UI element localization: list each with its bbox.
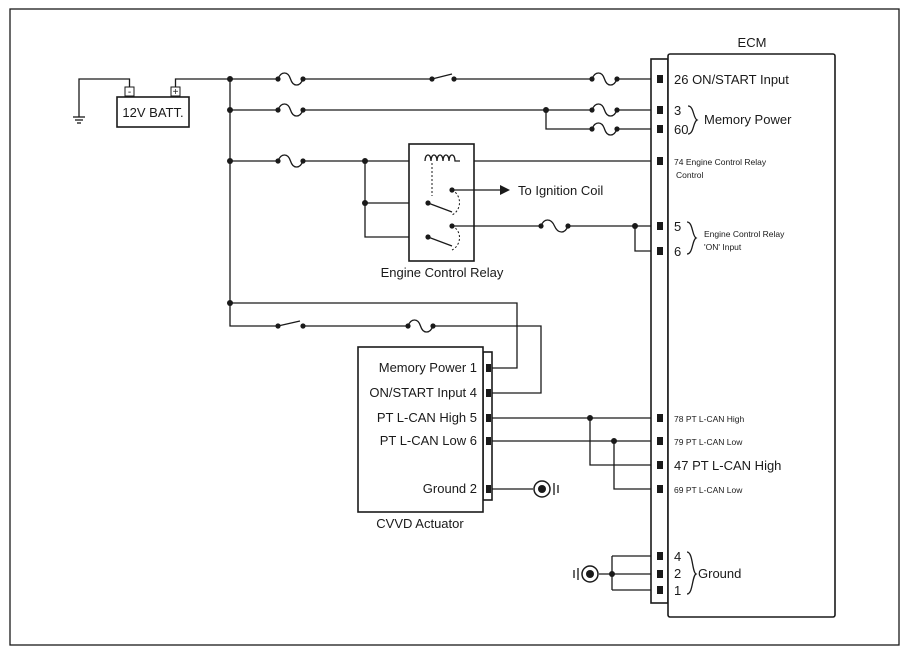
ecm-pin-26: 26 ON/START Input [674,72,789,87]
fuse-icon [407,319,434,333]
ecm-box [667,53,836,618]
ecm-pin-4: 4 [674,549,681,564]
battery-ground-wire [78,78,131,117]
cvvd-pin-memory-power: Memory Power 1 [379,360,477,375]
battery-label: 12V BATT. [122,105,183,120]
cvvd-actuator: Memory Power 1 ON/START Input 4 PT L-CAN… [357,346,493,513]
relay-on-group-label: Engine Control Relay [704,229,785,239]
power-bus [229,79,278,327]
cvvd-box [357,346,484,513]
relay-feed-line [230,154,660,238]
relay-box [408,143,475,262]
ecm-ground [573,555,660,591]
fuse-icon [540,219,569,233]
ecm-pin-60: 60 [674,122,688,137]
diagram-frame [9,8,900,646]
cvvd-pin-can-high: PT L-CAN High 5 [377,410,477,425]
battery-box [116,96,190,128]
positive-sign: + [173,87,179,98]
fuse-icon [591,122,618,136]
ignition-switch-icon [431,73,453,80]
cvvd-on-start-line [275,319,542,394]
relay-coil-icon [424,154,460,162]
ecm-pin-3: 3 [674,103,681,118]
relay-on-group-label-sub: 'ON' Input [704,242,742,252]
cvvd-pin-ground: Ground 2 [423,481,477,496]
fuse-icon [591,72,618,86]
cvvd-connector [482,351,493,501]
ground-group-label: Ground [698,566,741,581]
ecm-pin-74-sub: Control [676,170,704,180]
chassis-ground-icon [73,116,85,124]
ecm-pin-2: 2 [674,566,681,581]
cvvd-memory-power-wire [230,302,518,369]
cvvd-pin-on-start: ON/START Input 4 [369,385,477,400]
ecm-pin-6: 6 [674,244,681,259]
memory-power-line [230,103,660,136]
ecm-pin-1: 1 [674,583,681,598]
brace-icon [686,551,698,595]
ecm-pin-79: 79 PT L-CAN Low [674,437,743,447]
ignition-coil-label: To Ignition Coil [518,183,603,198]
brace-icon [686,221,698,255]
ecm-pin-74: 74 Engine Control Relay [674,157,767,167]
battery-positive-wire [174,78,230,87]
relay-label: Engine Control Relay [381,265,504,280]
negative-sign: - [128,87,131,98]
fuse-icon [591,103,618,117]
battery: 12V BATT. - + [116,86,190,128]
ecm-connector [650,58,669,604]
arrow-right-icon [500,185,510,195]
on-start-line [230,72,660,86]
fuse-icon [277,72,304,86]
brace-icon [687,105,699,135]
ecm-pin-5: 5 [674,219,681,234]
memory-power-group-label: Memory Power [704,112,792,127]
cvvd-ground [492,480,559,498]
cvvd-pin-can-low: PT L-CAN Low 6 [380,433,477,448]
cvvd-title: CVVD Actuator [376,516,464,531]
can-bus-wires [492,415,660,490]
ecm-pin-47: 47 PT L-CAN High [674,458,781,473]
ecm-pin-69: 69 PT L-CAN Low [674,485,743,495]
ecm: ECM 26 ON/START Input 3 60 Memory Power … [650,35,836,618]
ecm-pin-78: 78 PT L-CAN High [674,414,745,424]
ecm-title: ECM [738,35,767,50]
engine-control-relay [408,143,660,262]
fuse-icon [277,154,304,168]
fuse-icon [277,103,304,117]
